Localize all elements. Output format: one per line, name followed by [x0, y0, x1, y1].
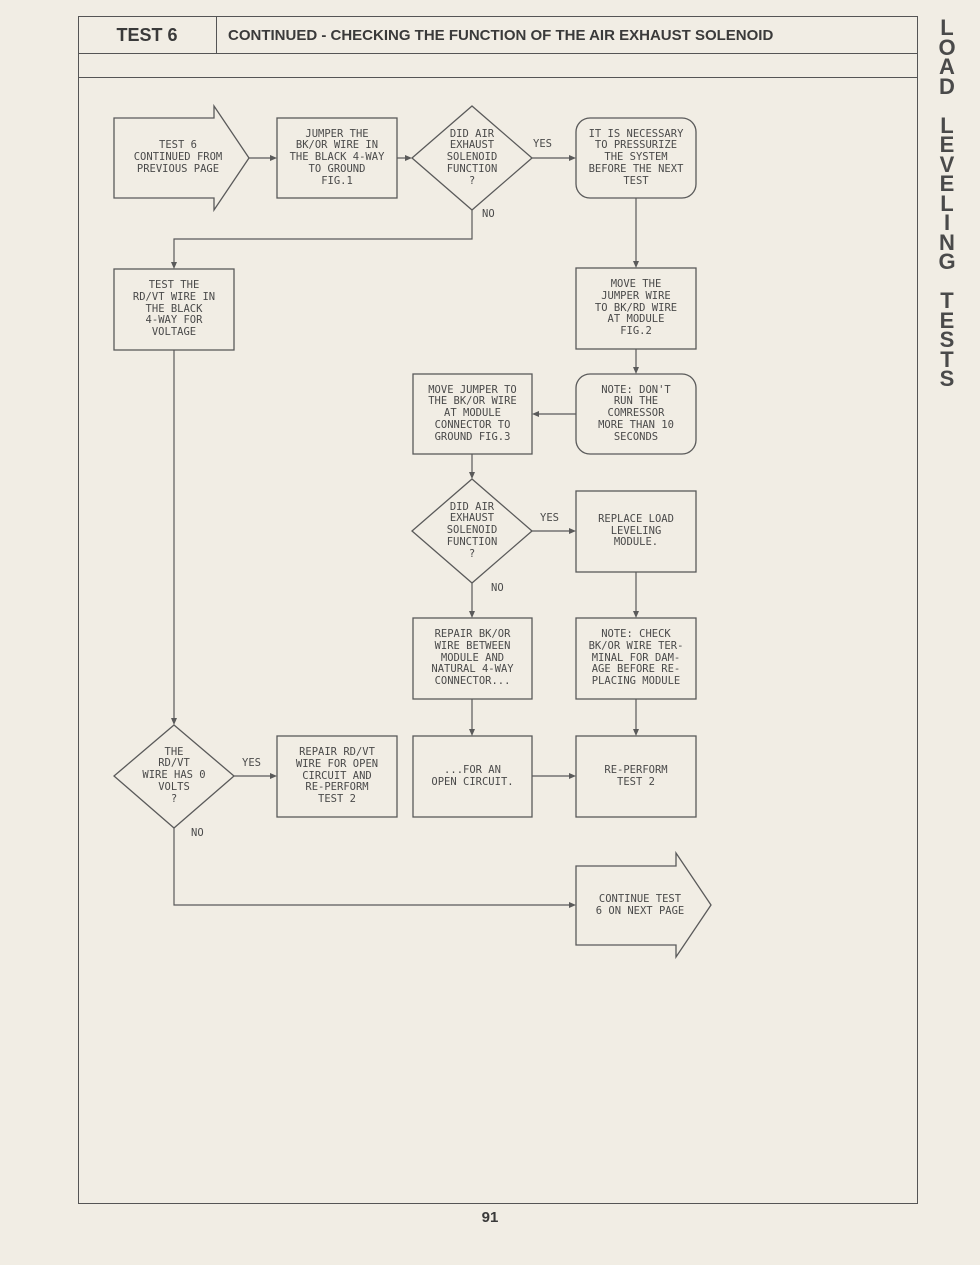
- page-title: CONTINUED - CHECKING THE FUNCTION OF THE…: [228, 26, 774, 44]
- decision3-text: THE RD/VT WIRE HAS 0 VOLTS ?: [142, 745, 206, 805]
- header-divider: [78, 77, 918, 78]
- connector-arrowhead: [469, 472, 475, 479]
- side-tab-word-leveling: L E V E L I N G: [936, 112, 958, 274]
- side-tab-word-load: L O A D: [936, 15, 958, 99]
- connector-arrowhead: [405, 155, 412, 161]
- side-tab-letter: E: [939, 307, 955, 333]
- side-tab-letter: T: [940, 346, 954, 372]
- open-circuit-text: ...FOR AN OPEN CIRCUIT.: [431, 763, 514, 788]
- move-jumper-bkrd-text: MOVE THE JUMPER WIRE TO BK/RD WIRE AT MO…: [594, 278, 678, 338]
- repair-bkor-text: REPAIR BK/OR WIRE BETWEEN MODULE AND NAT…: [431, 628, 514, 688]
- connector-arrowhead: [633, 367, 639, 374]
- side-tab-letter: O: [938, 34, 956, 60]
- side-tab-letter: S: [939, 327, 955, 352]
- no-label: NO: [482, 208, 495, 220]
- yes-label: YES: [242, 757, 261, 769]
- start-node-text: TEST 6 CONTINUED FROM PREVIOUS PAGE: [133, 139, 223, 175]
- side-tab-letter: N: [939, 229, 955, 255]
- note-check-text: NOTE: CHECK BK/OR WIRE TER- MINAL FOR DA…: [588, 628, 684, 688]
- replace-module-text: REPLACE LOAD LEVELING MODULE.: [598, 512, 674, 549]
- connector-arrowhead: [532, 411, 539, 417]
- page-frame: [78, 16, 918, 1204]
- pressurize-text: IT IS NECESSARY TO PRESSURIZE THE SYSTEM…: [588, 127, 684, 187]
- reperform-text: RE-PERFORM TEST 2: [604, 763, 668, 788]
- side-tab: L O A D L E V E L I N G T E S T S: [936, 15, 958, 391]
- connector-arrowhead: [569, 902, 576, 908]
- connector-arrowhead: [633, 261, 639, 268]
- page-number: 91: [481, 1209, 499, 1226]
- repair-rdvt-text: REPAIR RD/VT WIRE FOR OPEN CIRCUIT AND R…: [295, 746, 379, 806]
- repair-rdvt-box: [276, 735, 398, 818]
- continue-text: CONTINUE TEST 6 ON NEXT PAGE: [595, 892, 685, 917]
- side-tab-word-tests: T E S T S: [936, 288, 958, 391]
- start-arrow-shape: [113, 103, 250, 213]
- yes-label: YES: [540, 512, 559, 524]
- side-tab-letter: E: [939, 171, 955, 196]
- side-tab-letter: A: [939, 54, 955, 79]
- side-tab-letter: E: [939, 132, 955, 157]
- test-rdvt-text: TEST THE RD/VT WIRE IN THE BLACK 4-WAY F…: [132, 279, 216, 339]
- side-tab-letter: V: [939, 151, 955, 177]
- connector-arrowhead: [469, 729, 475, 736]
- header-row: [78, 16, 918, 54]
- connector-arrowhead: [270, 155, 277, 161]
- side-tab-letter: L: [940, 190, 954, 216]
- decision2-text: DID AIR EXHAUST SOLENOID FUNCTION ?: [446, 500, 498, 560]
- no-label: NO: [191, 827, 204, 839]
- jumper-bkor-text: JUMPER THE BK/OR WIRE IN THE BLACK 4-WAY…: [289, 127, 385, 187]
- move-jumper-bkor-text: MOVE JUMPER TO THE BK/OR WIRE AT MODULE …: [428, 383, 517, 443]
- connector-arrowhead: [633, 729, 639, 736]
- side-tab-letter: I: [943, 210, 951, 235]
- no-label: NO: [491, 582, 504, 594]
- connector-arrowhead: [171, 718, 177, 725]
- side-tab-letter: T: [940, 288, 954, 313]
- connector-arrowhead: [270, 773, 277, 779]
- side-tab-letter: L: [940, 15, 954, 40]
- side-tab-letter: L: [940, 112, 954, 138]
- side-tab-letter: S: [939, 366, 955, 391]
- side-tab-letter: D: [939, 73, 955, 99]
- side-tab-letter: G: [938, 249, 956, 274]
- test-label: TEST 6: [78, 16, 217, 54]
- connector-arrowhead: [569, 773, 576, 779]
- connector-arrowhead: [171, 262, 177, 269]
- continue-arrow-shape: [575, 850, 712, 960]
- connector-arrowhead: [569, 528, 576, 534]
- connector-arrowhead: [569, 155, 576, 161]
- yes-label: YES: [533, 138, 552, 150]
- connector-arrowhead: [633, 611, 639, 618]
- note-compressor-text: NOTE: DON'T RUN THE COMRESSOR MORE THAN …: [598, 383, 674, 443]
- connector-arrowhead: [469, 611, 475, 618]
- decision1-text: DID AIR EXHAUST SOLENOID FUNCTION ?: [446, 127, 498, 187]
